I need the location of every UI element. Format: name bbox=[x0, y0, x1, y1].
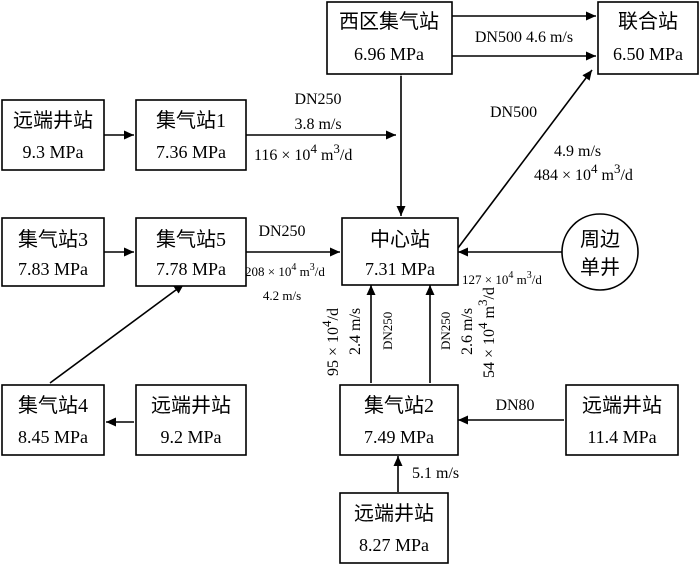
label-left-pipe-speed: 2.4 m/s bbox=[347, 308, 364, 355]
flow-exponent: 4 bbox=[319, 320, 334, 327]
flow-number: 54 × 10 bbox=[481, 329, 498, 378]
flow-unit: m bbox=[598, 167, 615, 184]
node-pressure: 8.45 MPa bbox=[18, 427, 88, 447]
node-name: 集气站3 bbox=[18, 228, 88, 251]
node-name: 集气站4 bbox=[18, 394, 88, 417]
flow-number: 208 × 10 bbox=[245, 264, 291, 279]
node-yuanduan-jingzhan-b: 远端井站 9.2 MPa bbox=[135, 384, 247, 456]
node-name: 集气站1 bbox=[156, 109, 226, 132]
edge-zhongxin-to-lianhe bbox=[457, 69, 593, 249]
edges bbox=[49, 11, 596, 492]
label-lianhe-flow: 484 × 104 m3/d bbox=[534, 161, 633, 184]
label-lianhe-speed: 4.9 m/s bbox=[554, 143, 601, 160]
node-lianhe-zhan: 联合站 6.50 MPa bbox=[597, 1, 699, 75]
flow-tail: /d bbox=[340, 147, 352, 164]
node-name: 集气站5 bbox=[156, 228, 226, 251]
label-left-pipe-dn: DN250 bbox=[380, 312, 395, 350]
node-yuanduan-jingzhan-a: 远端井站 9.3 MPa bbox=[1, 99, 105, 171]
flow-unit-exponent: 3 bbox=[475, 300, 490, 307]
flow-unit: m bbox=[481, 305, 498, 322]
label-jiqi1-dn: DN250 bbox=[294, 91, 341, 108]
node-pressure: 7.31 MPa bbox=[365, 259, 435, 279]
flow-number: 116 × 10 bbox=[254, 147, 310, 164]
label-jiqi1-flow: 116 × 104 m3/d bbox=[254, 141, 352, 164]
node-jiqizhan-2: 集气站2 7.49 MPa bbox=[339, 384, 459, 456]
flow-number: 95 × 10 bbox=[325, 327, 342, 376]
label-left-pipe-flow: 95 × 104/d bbox=[319, 308, 342, 376]
node-zhoubian-danjing: 周边 单井 bbox=[561, 213, 639, 291]
label-bottom-speed: 5.1 m/s bbox=[412, 465, 459, 482]
flow-exponent: 4 bbox=[291, 262, 296, 273]
label-right-pipe-flow: 54 × 104 m3/d bbox=[475, 287, 498, 378]
label-dn80: DN80 bbox=[495, 397, 534, 414]
flow-unit: m bbox=[296, 264, 309, 279]
node-zhongxin-zhan: 中心站 7.31 MPa bbox=[341, 217, 459, 286]
node-name: 远端井站 bbox=[13, 109, 93, 132]
node-pressure: 7.36 MPa bbox=[156, 142, 226, 162]
flow-tail: /d bbox=[315, 264, 326, 279]
label-jiqi1-speed: 3.8 m/s bbox=[294, 116, 341, 133]
node-jiqizhan-4: 集气站4 8.45 MPa bbox=[1, 384, 105, 456]
node-name: 远端井站 bbox=[151, 394, 231, 417]
label-lianhe-dn: DN500 bbox=[490, 104, 537, 121]
node-pressure: 8.27 MPa bbox=[359, 535, 429, 555]
label-right-pipe-speed: 2.6 m/s bbox=[459, 308, 476, 355]
node-name-line2: 单井 bbox=[580, 256, 620, 279]
flow-exponent: 4 bbox=[591, 161, 598, 176]
flow-number: 127 × 10 bbox=[462, 272, 508, 287]
node-pressure: 7.49 MPa bbox=[364, 427, 434, 447]
node-pressure: 7.78 MPa bbox=[156, 259, 226, 279]
label-zhoubian-flow: 127 × 104 m3/d bbox=[462, 270, 542, 287]
node-pressure: 6.96 MPa bbox=[354, 44, 424, 64]
flow-unit-exponent: 3 bbox=[527, 270, 532, 281]
node-xiqu-jiqizhan: 西区集气站 6.96 MPa bbox=[326, 1, 453, 75]
node-yuanduan-jingzhan-d: 远端井站 8.27 MPa bbox=[339, 492, 449, 564]
flow-unit-exponent: 3 bbox=[614, 161, 621, 176]
node-name: 远端井站 bbox=[354, 502, 434, 525]
label-xiqu-lianhe: DN500 4.6 m/s bbox=[475, 29, 573, 46]
node-name: 联合站 bbox=[618, 10, 678, 33]
flow-unit: m bbox=[513, 272, 526, 287]
node-name: 远端井站 bbox=[582, 394, 662, 417]
label-jiqi5-flow: 208 × 104 m3/d bbox=[245, 262, 325, 279]
node-pressure: 11.4 MPa bbox=[587, 427, 656, 447]
flow-unit-exponent: 3 bbox=[333, 141, 340, 156]
node-name: 西区集气站 bbox=[339, 10, 439, 33]
flow-exponent: 4 bbox=[508, 270, 513, 281]
flow-tail: /d bbox=[620, 167, 632, 184]
label-jiqi5-speed: 4.2 m/s bbox=[263, 288, 301, 303]
node-jiqizhan-1: 集气站1 7.36 MPa bbox=[135, 99, 247, 171]
node-name: 中心站 bbox=[370, 228, 430, 251]
node-pressure: 7.83 MPa bbox=[18, 259, 88, 279]
flow-exponent: 4 bbox=[310, 141, 317, 156]
flow-number: 484 × 10 bbox=[534, 167, 591, 184]
label-right-pipe-dn: DN250 bbox=[438, 312, 453, 350]
node-pressure: 9.2 MPa bbox=[160, 427, 221, 447]
node-name: 集气站2 bbox=[364, 394, 434, 417]
node-name-line1: 周边 bbox=[580, 228, 620, 251]
node-pressure: 9.3 MPa bbox=[22, 142, 83, 162]
flow-unit-exponent: 3 bbox=[310, 262, 315, 273]
flow-exponent: 4 bbox=[475, 322, 490, 329]
flow-unit: m bbox=[317, 147, 334, 164]
node-jiqizhan-3: 集气站3 7.83 MPa bbox=[1, 217, 105, 287]
node-jiqizhan-5: 集气站5 7.78 MPa bbox=[135, 217, 247, 287]
flow-tail: /d bbox=[481, 287, 498, 299]
node-pressure: 6.50 MPa bbox=[613, 44, 683, 64]
edge-jiqi4-to-jiqi5 bbox=[49, 283, 185, 384]
label-jiqi5-dn: DN250 bbox=[258, 223, 305, 240]
node-yuanduan-jingzhan-c: 远端井站 11.4 MPa bbox=[565, 384, 679, 456]
flow-tail: /d bbox=[532, 272, 543, 287]
flow-tail: /d bbox=[325, 308, 342, 320]
